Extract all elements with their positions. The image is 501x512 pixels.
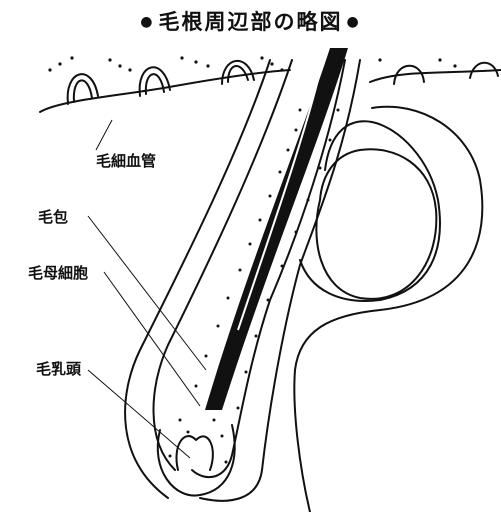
dermis-boundary	[294, 107, 482, 512]
label-follicle: 毛包	[38, 206, 68, 227]
cell-stipple	[48, 56, 456, 463]
skin-surface-right	[370, 70, 501, 82]
label-capillary: 毛細血管	[96, 150, 156, 171]
label-matrix-cell: 毛母細胞	[28, 262, 88, 283]
pointer-papilla	[88, 370, 190, 458]
pointer-capillary	[96, 120, 112, 150]
capillary-loop-3	[222, 61, 254, 84]
sebaceous-gland-lobe	[316, 149, 436, 299]
follicle-outer-right	[200, 60, 360, 501]
dermal-papilla-outline	[176, 436, 212, 470]
pointer-follicle	[88, 216, 206, 370]
label-papilla: 毛乳頭	[36, 358, 81, 379]
capillary-loop-3-inner	[228, 66, 248, 82]
pointer-matrix-cell	[104, 272, 200, 406]
